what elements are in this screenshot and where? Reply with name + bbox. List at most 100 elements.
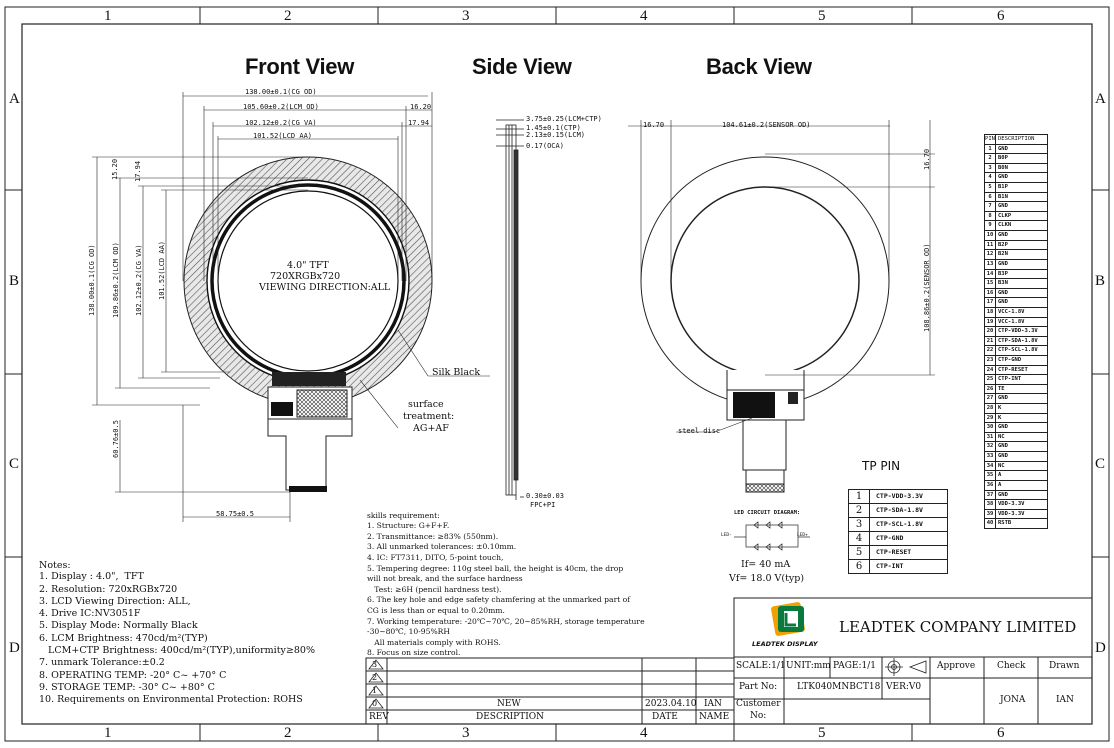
pin-number: 20 (985, 327, 996, 336)
pin-description: CLKP (998, 212, 1012, 219)
side-dim-ctp: 1.45±0.1(CTP) (526, 124, 581, 132)
led-circuit-title: LED CIRCUIT DIAGRAM: (734, 510, 801, 516)
part-no-value: LTK040MNBCT18 (797, 682, 881, 692)
tp-pin-title: TP PIN (862, 459, 901, 473)
pin-description: B0N (998, 164, 1008, 171)
pin-description: GND (998, 424, 1008, 431)
check-label: Check (997, 661, 1026, 671)
side-label-fpc: FPC+PI (530, 501, 556, 509)
pin-number: 30 (985, 423, 996, 432)
rev-row-1: 1 (372, 686, 378, 695)
approve-label: Approve (937, 661, 976, 671)
requirement-item: CG is less than or equal to 0.20mm. (367, 605, 505, 615)
note-item: 4. Drive IC:NV3051F (39, 608, 141, 620)
requirements-items: 1. Structure: G+F+F.2. Transmittance: ≥8… (367, 521, 645, 659)
viewing-direction-text: VIEWING DIRECTION:ALL (259, 282, 391, 293)
resolution-text: 720XRGBx720 (270, 271, 341, 282)
pin-number: 7 (985, 202, 996, 211)
pin-description: GND (998, 443, 1008, 450)
pin-number: 34 (985, 461, 996, 471)
pin-number: 24 (985, 365, 996, 375)
pin-number: 40 (985, 519, 996, 528)
requirement-item: will not break, and the surface hardness (367, 574, 523, 584)
grid-col-2: 2 (284, 8, 292, 24)
grid-row-a: A (9, 91, 20, 107)
led-voltage: Vf= 18.0 V(typ) (729, 573, 805, 584)
pin-description: VDD-3.3V (998, 510, 1025, 517)
pin-description: A (998, 481, 1002, 488)
pin-description: NC (998, 462, 1005, 469)
pin-number: 18 (985, 307, 996, 317)
drawn-name: IAN (1056, 695, 1074, 705)
grid-col-5-bottom: 5 (818, 725, 826, 741)
note-item: 7. unmark Tolerance:±0.2 (39, 657, 165, 669)
requirement-item: 2. Transmittance: ≥83% (550nm). (367, 531, 499, 541)
check-name: JONA (1000, 695, 1026, 705)
pin-description: VDD-3.3V (998, 501, 1025, 508)
rev-row-2: 2 (372, 673, 378, 682)
note-item: 5. Display Mode: Normally Black (39, 620, 198, 632)
pin-description: K (998, 405, 1002, 412)
front-vdim-17-94: 17.94 (134, 160, 142, 182)
customer-label: Customer (736, 699, 781, 709)
pin-description: GND (998, 453, 1008, 460)
side-dim-lcm: 2.13±0.15(LCM) (526, 131, 586, 139)
grid-col-5: 5 (818, 8, 826, 24)
note-item: LCM+CTP Brightness: 400cd/m²(TYP),unifor… (39, 644, 315, 656)
pin-number: 9 (985, 221, 996, 231)
pin-description: GND (998, 299, 1008, 306)
pin-description: B1P (998, 184, 1008, 191)
pin-description: CTP-SDA-1.8V (998, 337, 1038, 344)
pin-description: VCC-1.8V (998, 308, 1025, 315)
grid-col-2-bottom: 2 (284, 725, 292, 741)
pin-number: 10 (985, 231, 996, 240)
requirement-item: 6. The key hole and edge safety chamferi… (367, 595, 631, 605)
rev-row-0: 0 (372, 699, 378, 708)
rev-date: 2023.04.10 (645, 699, 697, 709)
front-dim-17-94: 17.94 (408, 119, 430, 127)
pin-description: CTP-RESET (998, 366, 1028, 373)
pin-number: 33 (985, 452, 996, 461)
grid-row-b-right: B (1095, 273, 1106, 289)
pin-description: TE (998, 385, 1005, 392)
requirements-heading: skills requirement: (367, 511, 440, 520)
pin-number: 35 (985, 471, 996, 480)
leadtek-logo (771, 602, 805, 636)
front-dim-bottom: 58.75±0.5 (216, 510, 254, 518)
pin-number: 12 (985, 250, 996, 259)
pin-number: 6 (985, 192, 996, 202)
front-dim-cg-va: 102.12±0.2(CG VA) (245, 119, 317, 127)
note-item: 6. LCM Brightness: 470cd/m²(TYP) (39, 632, 208, 644)
pin-number: 21 (985, 336, 996, 346)
note-item: 2. Resolution: 720xRGBx720 (39, 583, 178, 595)
pin-description: CTP-VDD-3.3V (998, 328, 1038, 335)
requirement-item: -30~80℃, 10-95%RH (367, 627, 451, 637)
front-dim-16-20: 16.20 (410, 103, 432, 111)
display-size-text: 4.0" TFT (287, 260, 329, 271)
pin-number: 23 (985, 356, 996, 365)
pin-number: 13 (985, 259, 996, 269)
requirement-item: 5. Tempering degree: 110g steel ball, th… (367, 563, 624, 573)
pin-description: VCC-1.8V (998, 318, 1025, 325)
pin-description: GND (998, 174, 1008, 181)
pin-number: 39 (985, 509, 996, 519)
